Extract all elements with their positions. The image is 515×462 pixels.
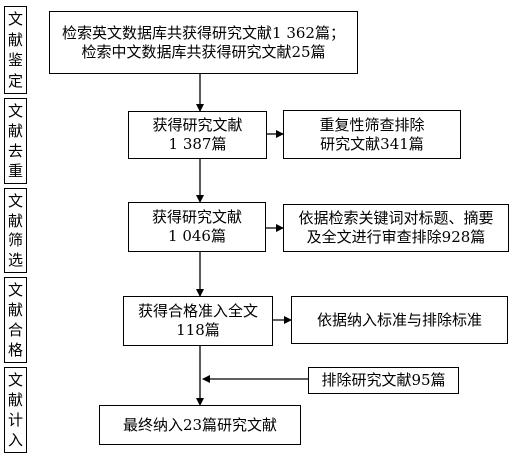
- final-included-box: 最终纳入23篇研究文献: [99, 405, 301, 445]
- criteria-box: 依据纳入标准与排除标准: [291, 296, 508, 344]
- stage-char: 选: [7, 251, 23, 270]
- stage-char: 格: [7, 341, 23, 359]
- stage-label-dedupe: 文 献 去 重: [4, 98, 27, 184]
- stage-char: 定: [7, 71, 23, 90]
- stage-char: 筛: [7, 231, 23, 250]
- exclude-final-box: 排除研究文献95篇: [308, 367, 459, 394]
- stage-label-identify: 文 献 鉴 定: [4, 6, 27, 94]
- stage-char: 文: [7, 281, 23, 299]
- stage-char: 献: [7, 30, 23, 49]
- stage-char: 文: [7, 191, 23, 210]
- stage-char: 鉴: [7, 51, 23, 70]
- exclude-duplicates-box: 重复性筛查排除 研究文献341篇: [283, 110, 461, 159]
- stage-char: 合: [7, 321, 23, 339]
- stage-char: 去: [7, 142, 23, 160]
- exclude-screening-box: 依据检索关键词对标题、摘要 及全文进行审查排除928篇: [283, 204, 509, 252]
- stage-char: 献: [7, 301, 23, 319]
- stage-char: 献: [7, 211, 23, 230]
- stage-label-include: 文 献 计 入: [4, 367, 27, 453]
- stage-char: 入: [7, 431, 23, 449]
- stage-char: 文: [7, 102, 23, 120]
- stage-char: 文: [7, 10, 23, 29]
- stage-char: 重: [7, 162, 23, 180]
- eligible-fulltext-box: 获得合格准入全文 118篇: [123, 296, 273, 346]
- stage-char: 文: [7, 371, 23, 389]
- stage-char: 计: [7, 411, 23, 429]
- stage-label-screen: 文 献 筛 选: [4, 188, 27, 273]
- obtained-1387-box: 获得研究文献 1 387篇: [128, 111, 267, 159]
- search-results-box: 检索英文数据库共获得研究文献1 362篇； 检索中文数据库共获得研究文献25篇: [49, 11, 358, 74]
- obtained-1046-box: 获得研究文献 1 046篇: [128, 202, 266, 252]
- stage-label-eligible: 文 献 合 格: [4, 277, 27, 363]
- stage-char: 献: [7, 391, 23, 409]
- stage-char: 献: [7, 122, 23, 140]
